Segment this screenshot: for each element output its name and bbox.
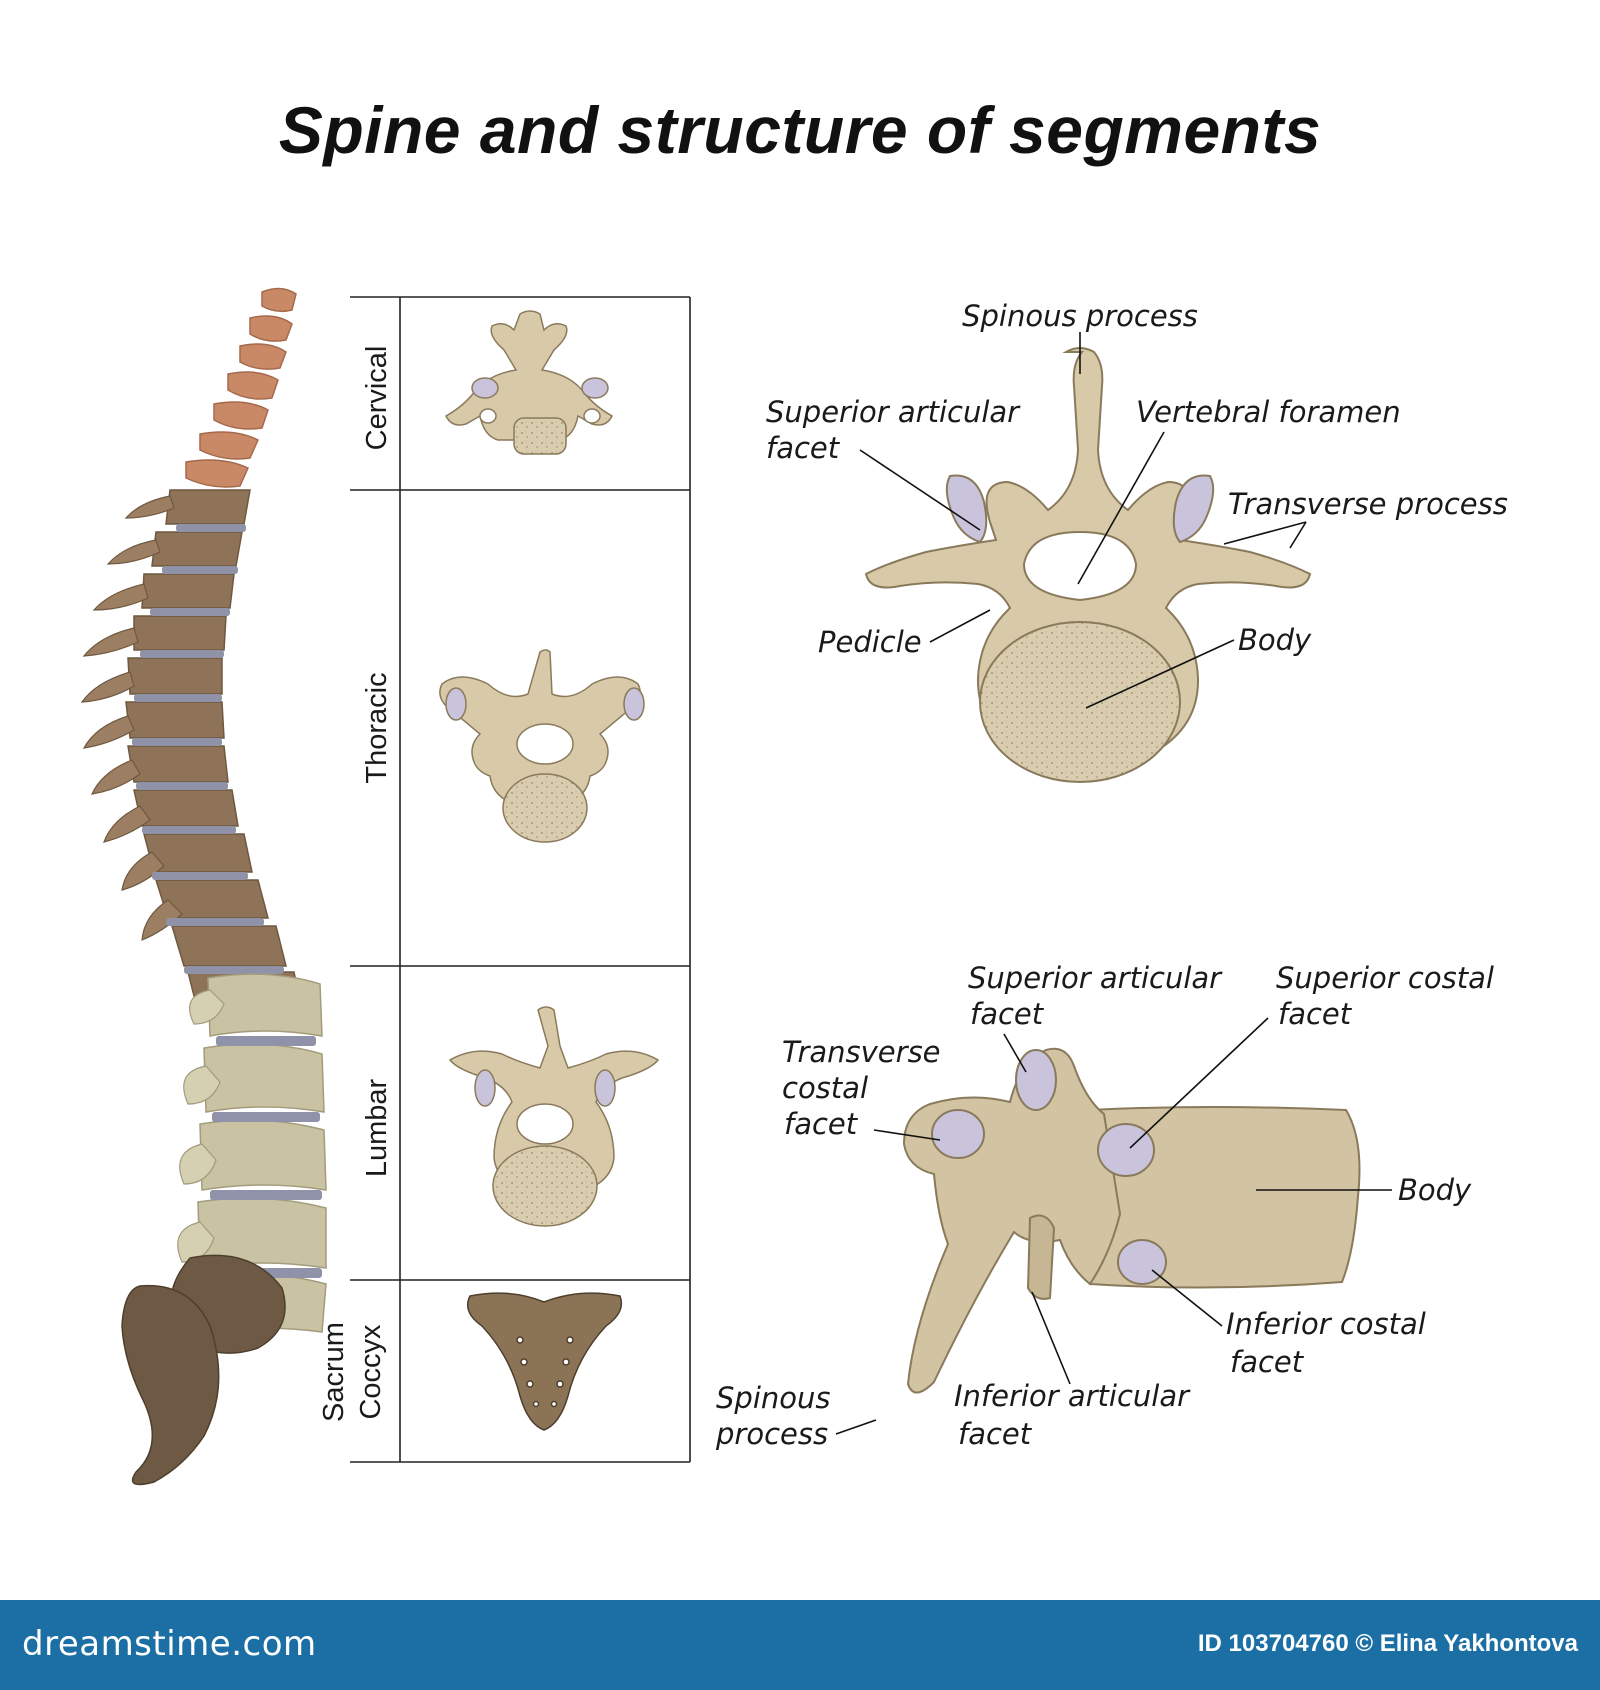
label-spinous-process-side-2: process (715, 1417, 828, 1451)
top-view-leaders (859, 332, 1307, 709)
label-vertebral-foramen: Vertebral foramen (1136, 395, 1401, 429)
cervical-vertebra-thumb (445, 310, 613, 455)
label-transverse-costal-3: facet (784, 1107, 859, 1141)
thoracic-vertebrae (125, 489, 303, 1013)
footer-bar: dreamstime.com ID 103704760 © Elina Yakh… (0, 1600, 1600, 1690)
segment-label-lumbar: Lumbar (361, 1078, 393, 1177)
label-inferior-costal-2: facet (1230, 1345, 1305, 1379)
label-inferior-articular-2: facet (958, 1417, 1033, 1451)
label-superior-articular-top-1: Superior articular (766, 395, 1021, 429)
label-transverse-costal-2: costal (782, 1071, 868, 1105)
label-superior-articular-side-1: Superior articular (968, 961, 1223, 995)
label-inferior-costal-1: Inferior costal (1226, 1307, 1426, 1341)
sacrum-coccyx (121, 1254, 286, 1486)
footer-credit: ID 103704760 © Elina Yakhontova (1197, 1630, 1578, 1657)
label-spinous-process-top: Spinous process (962, 299, 1198, 333)
label-superior-articular-side-2: facet (970, 997, 1045, 1031)
thoracic-vertebra-thumb (439, 649, 645, 843)
segment-label-thoracic: Thoracic (361, 672, 393, 783)
label-body-side: Body (1398, 1173, 1472, 1207)
label-superior-articular-top-2: facet (766, 431, 841, 465)
spine-diagram: Cervical Thoracic Lumbar Sacrum Coccyx (80, 287, 1508, 1486)
footer-brand-logo[interactable]: dreamstime.com (22, 1624, 317, 1664)
label-transverse-process: Transverse process (1228, 487, 1508, 521)
segment-table (350, 296, 691, 1463)
segment-label-cervical: Cervical (361, 346, 393, 451)
segment-label-coccyx: Coccyx (355, 1324, 387, 1420)
segment-label-sacrum: Sacrum (318, 1322, 350, 1422)
vertebra-top-view (864, 347, 1312, 783)
label-pedicle: Pedicle (818, 625, 922, 659)
label-superior-costal-1: Superior costal (1276, 961, 1494, 995)
spine-column (80, 287, 327, 1486)
vertebra-side-view (902, 1047, 1361, 1394)
cervical-vertebrae (185, 287, 297, 488)
label-spinous-process-side-1: Spinous (716, 1381, 831, 1415)
label-superior-costal-2: facet (1278, 997, 1353, 1031)
lumbar-vertebra-thumb (448, 1006, 660, 1227)
label-body-top: Body (1238, 623, 1312, 657)
sacrum-thumb (467, 1292, 623, 1431)
label-inferior-articular-1: Inferior articular (954, 1379, 1191, 1413)
page-title: Spine and structure of segments (278, 93, 1322, 167)
side-view-leaders (835, 1017, 1392, 1435)
label-transverse-costal-1: Transverse (782, 1035, 941, 1069)
